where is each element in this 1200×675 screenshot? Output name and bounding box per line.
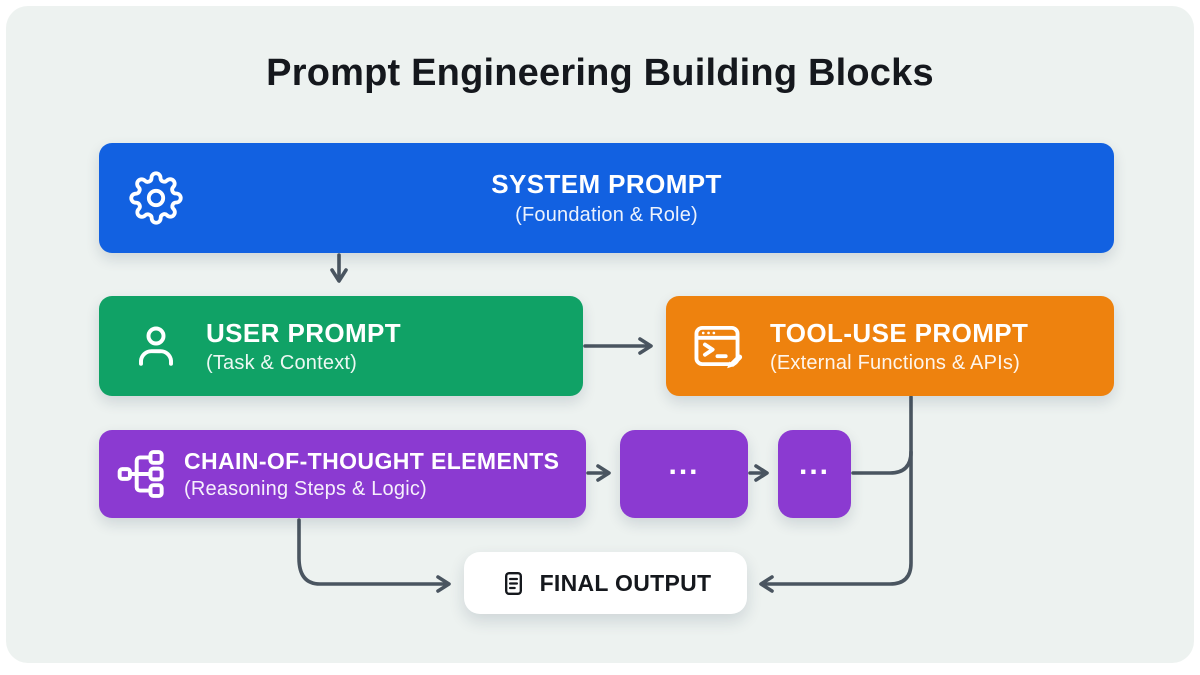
system-prompt-subtitle: (Foundation & Role) (515, 203, 698, 226)
page-title: Prompt Engineering Building Blocks (266, 52, 934, 94)
chain-of-thought-block: CHAIN-OF-THOUGHT ELEMENTS (Reasoning Ste… (99, 430, 586, 518)
gear-icon (129, 171, 183, 225)
final-output-title: FINAL OUTPUT (539, 569, 712, 596)
diagram-canvas: Prompt Engineering Building Blocks SYS (6, 6, 1194, 663)
system-prompt-title: SYSTEM PROMPT (491, 169, 722, 200)
user-prompt-subtitle: (Task & Context) (206, 351, 358, 374)
line-ellipsis2-merge (851, 450, 913, 475)
terminal-window-icon (688, 317, 746, 375)
tool-use-prompt-subtitle: (External Functions & APIs) (770, 351, 1020, 374)
arrow-cot-to-final (297, 518, 451, 593)
user-icon (131, 321, 181, 371)
ellipsis-2-label: ... (798, 448, 830, 481)
chain-of-thought-title: CHAIN-OF-THOUGHT ELEMENTS (184, 447, 560, 474)
tool-use-prompt-block: TOOL-USE PROMPT (External Functions & AP… (666, 296, 1114, 396)
tool-use-prompt-title: TOOL-USE PROMPT (770, 317, 1029, 348)
user-prompt-block: USER PROMPT (Task & Context) (99, 296, 583, 396)
chain-of-thought-subtitle: (Reasoning Steps & Logic) (184, 477, 427, 500)
user-prompt-title: USER PROMPT (206, 317, 402, 348)
ellipsis-1-label: ... (668, 448, 700, 481)
branch-flow-icon (115, 446, 171, 502)
document-icon (500, 570, 527, 597)
ellipsis-block-2: ... (778, 430, 851, 518)
system-prompt-block: SYSTEM PROMPT (Foundation & Role) (99, 143, 1114, 253)
final-output-block: FINAL OUTPUT (464, 552, 747, 614)
ellipsis-block-1: ... (620, 430, 748, 518)
